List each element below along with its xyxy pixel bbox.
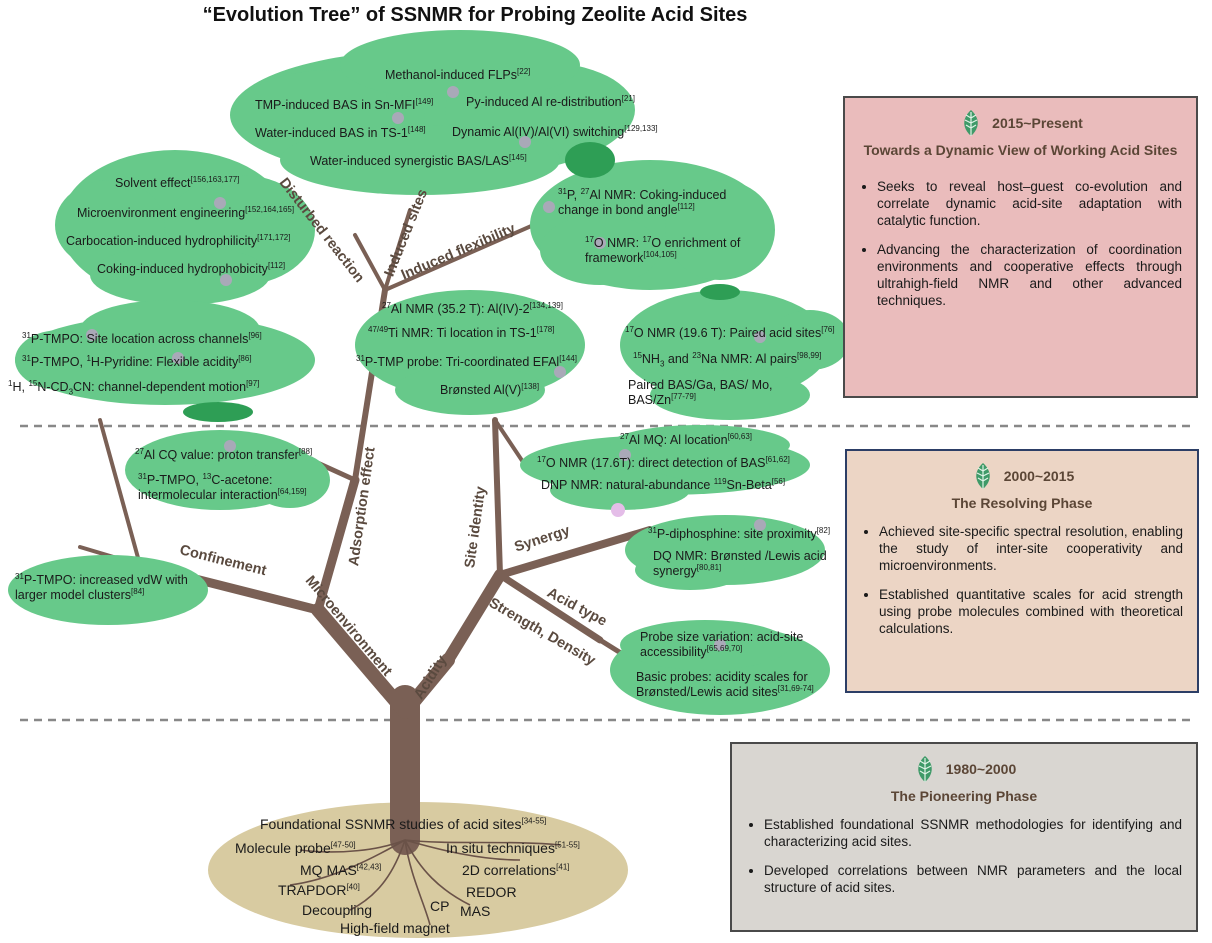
leaf-label: 31P-TMPO, 1H-Pyridine: Flexible acidity[…: [22, 353, 252, 369]
tree-roots: [289, 839, 561, 926]
leaf-icon: [976, 463, 990, 489]
leaf-label: Carbocation-induced hydrophilicity[171,1…: [66, 232, 291, 248]
era-bullet: Established foundational SSNMR methodolo…: [764, 816, 1182, 850]
leaf-label: 27Al MQ: Al location[60,63]: [620, 431, 753, 447]
leaf-label: 27Al NMR (35.2 T): Al(IV)-2[134,139]: [382, 300, 563, 316]
leaf-label: Py-induced Al re-distribution[21]: [466, 93, 635, 109]
root-label: Molecule probe[47-50]: [235, 840, 356, 856]
root-label: 2D correlations[41]: [462, 862, 570, 878]
root-label: REDOR: [466, 884, 517, 900]
leaf-label: 31P-TMP probe: Tri-coordinated EFAl[144]: [356, 353, 577, 369]
leaf-label: 17O NMR (19.6 T): Paired acid sites[76]: [625, 324, 835, 340]
era-subtitle: Towards a Dynamic View of Working Acid S…: [863, 142, 1178, 158]
leaf-label: 31P-diphosphine: site proximity[82]: [648, 525, 831, 541]
era-bullet: Established quantitative scales for acid…: [879, 586, 1183, 637]
leaf-shadows: [183, 142, 740, 422]
leaf-label: 17O NMR (17.6T): direct detection of BAS…: [537, 454, 790, 470]
era-label: 2015~Present: [992, 115, 1083, 131]
leaf-label: Paired BAS/Ga, BAS/ Mo, BAS/Zn[77-79]: [628, 378, 773, 407]
era-panel-1980-2000: 1980~2000 The Pioneering Phase Establish…: [730, 742, 1198, 932]
leaf-nodes: [86, 86, 766, 651]
root-label: CP: [430, 898, 450, 914]
era-label: 1980~2000: [945, 761, 1017, 777]
leaf-label: Coking-induced hydrophobicity[112]: [97, 260, 286, 276]
root-label: Foundational SSNMR studies of acid sites…: [260, 816, 547, 832]
era-bullet: Achieved site-specific spectral resoluti…: [879, 523, 1183, 574]
era-panel-2015-present: 2015~Present Towards a Dynamic View of W…: [843, 96, 1198, 398]
leaf-label: Water-induced BAS in TS-1[148]: [255, 124, 426, 140]
leaf-label: Water-induced synergistic BAS/LAS[145]: [310, 152, 527, 168]
root-label: Decoupling: [302, 902, 373, 918]
leaf-label: Microenvironment engineering[152,164,165…: [77, 204, 295, 220]
leaf-label: Solvent effect[156,163,177]: [115, 174, 240, 190]
leaf-label: 31P, 27Al NMR: Coking-induced change in …: [558, 186, 727, 217]
figure-title: “Evolution Tree” of SSNMR for Probing Ze…: [202, 4, 748, 26]
leaf-label: 15NH3 and 23Na NMR: Al pairs[98,99]: [633, 350, 822, 369]
era-bullet: Developed correlations between NMR param…: [764, 862, 1182, 896]
era-bullets: Achieved site-specific spectral resoluti…: [861, 523, 1183, 637]
leaf-label: Brønsted Al(V)[138]: [440, 381, 540, 397]
leaf-label: 47/49Ti NMR: Ti location in TS-1[178]: [368, 324, 555, 340]
root-label: MAS: [460, 903, 491, 919]
leaf-label: 31P-TMPO, 13C-acetone: intermolecular in…: [138, 471, 307, 502]
leaf-label: 27Al CQ value: proton transfer[88]: [135, 446, 313, 462]
leaf-label: TMP-induced BAS in Sn-MFI[149]: [255, 96, 434, 112]
leaf-label: Probe size variation: acid-site accessib…: [640, 630, 804, 659]
root-label: In situ techniques[51-55]: [446, 840, 580, 856]
era-label: 2000~2015: [1003, 468, 1075, 484]
era-bullet: Seeks to reveal host–guest co-evolution …: [877, 178, 1182, 229]
leaf-label: 17O NMR: 17O enrichment of framework[104…: [585, 234, 741, 265]
era-subtitle: The Resolving Phase: [951, 495, 1093, 511]
era-bullet: Advancing the characterization of coordi…: [877, 241, 1182, 309]
leaf-label: 31P-TMPO: increased vdW with larger mode…: [15, 571, 188, 602]
root-label: MQ MAS[42,43]: [300, 862, 382, 878]
root-label: TRAPDOR[40]: [278, 882, 360, 898]
leaf-icon: [918, 756, 932, 782]
leaf-label: Methanol-induced FLPs[22]: [385, 66, 531, 82]
leaf-label: Dynamic Al(IV)/Al(VI) switching[129,133]: [452, 123, 658, 139]
era-subtitle: The Pioneering Phase: [890, 788, 1038, 804]
leaf-icon: [964, 110, 978, 136]
leaf-label: DNP NMR: natural-abundance 119Sn-Beta[56…: [541, 476, 786, 492]
era-bullets: Established foundational SSNMR methodolo…: [746, 816, 1182, 896]
leaf-label: 1H, 15N-CD3CN: channel-dependent motion[…: [8, 378, 260, 397]
leaf-node-highlight: [611, 503, 625, 517]
era-panel-2000-2015: 2000~2015 The Resolving Phase Achieved s…: [845, 449, 1199, 693]
leaf-label: Basic probes: acidity scales for Brønste…: [636, 670, 814, 699]
era-bullets: Seeks to reveal host–guest co-evolution …: [859, 178, 1182, 309]
root-label: High-field magnet: [340, 920, 450, 936]
leaf-label: 31P-TMPO: Site location across channels[…: [22, 330, 262, 346]
leaf-clouds: [8, 30, 850, 715]
root-ground: [208, 802, 628, 938]
leaf-label: DQ NMR: Brønsted /Lewis acid synergy[80,…: [653, 549, 827, 578]
